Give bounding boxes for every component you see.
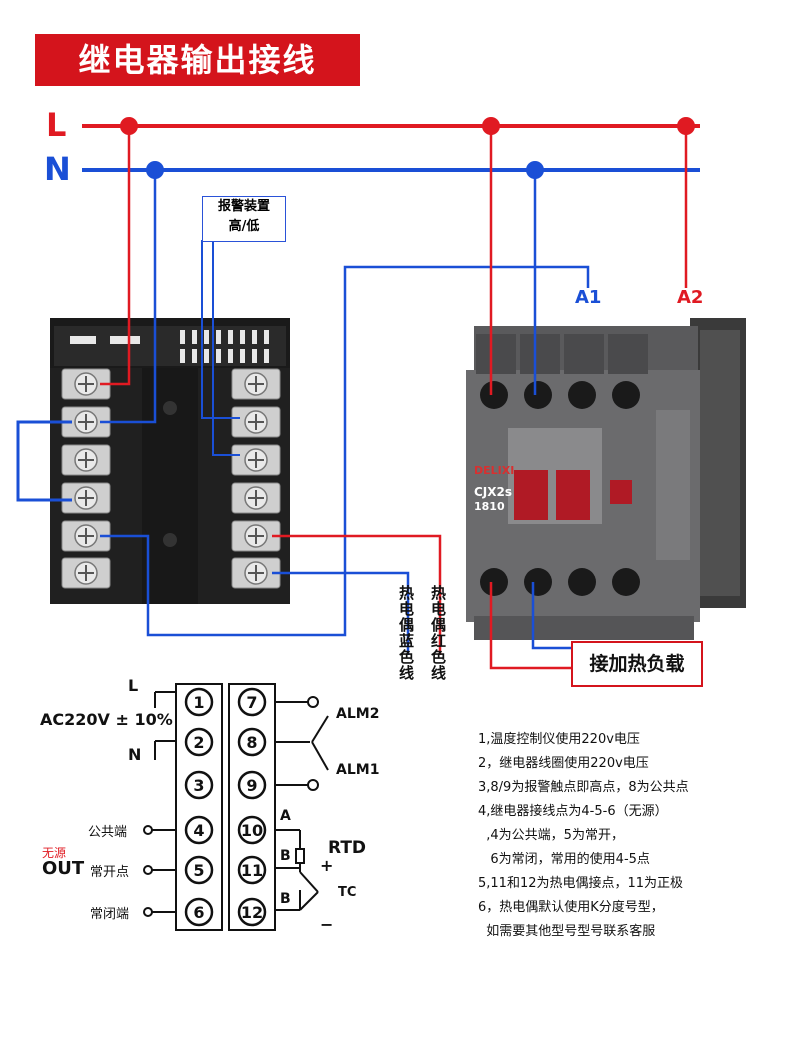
schematic-terminal: 9: [237, 770, 267, 800]
schematic-right-terminals: 7 8 9 10 11 12: [237, 687, 267, 927]
jumper-2-4-wire: [16, 420, 72, 502]
schematic-terminal: 7: [237, 687, 267, 717]
thermocouple-red-label: 热电偶红色线: [429, 585, 447, 681]
rtd-B2-label: B: [280, 891, 291, 907]
common-terminal-label: 公共端: [88, 825, 128, 840]
controller-left-terminals: [61, 368, 111, 589]
terminal-5-to-A1-wire: [100, 265, 590, 637]
schematic-terminal: 11: [237, 855, 267, 885]
thermocouple-red-wire: [272, 534, 442, 655]
alarm-level-label: 高/低: [228, 219, 260, 234]
screw-terminal: [231, 482, 281, 514]
schematic-terminal: 5: [184, 855, 214, 885]
rtd-B1-label: B: [280, 848, 291, 864]
terminal-number: 6: [193, 903, 204, 922]
alm1-label: ALM1: [336, 762, 380, 778]
load-wire-blue: [531, 582, 571, 650]
schematic-L-label: L: [128, 676, 139, 695]
note-9: 如需要其他型号型号联系客服: [478, 924, 656, 939]
schematic-terminal: 2: [184, 727, 214, 757]
controller-right-terminals: [231, 368, 281, 589]
terminal-number: 10: [241, 821, 263, 840]
out-label: OUT: [42, 858, 85, 879]
screw-terminal: [231, 557, 281, 589]
contactor-brand: DELIXI: [474, 464, 514, 477]
alarm-wire-a: [201, 240, 240, 419]
terminal-number: 2: [193, 733, 204, 752]
screw-terminal: [61, 444, 111, 476]
alarm-device-label: 报警装置: [217, 199, 270, 214]
terminal-number: 5: [193, 861, 204, 880]
schematic-terminal: 1: [184, 687, 214, 717]
L-line-label: L: [46, 106, 67, 144]
rtd-A-label: A: [280, 808, 291, 824]
tc-minus-label: −: [320, 915, 334, 934]
supply-voltage-label: AC220V ± 10%: [40, 710, 173, 729]
terminal-number: 12: [241, 903, 263, 922]
screw-terminal: [61, 520, 111, 552]
no-source-label: 无源: [42, 846, 67, 860]
schematic-terminal: 8: [237, 727, 267, 757]
screw-terminal: [61, 406, 111, 438]
alarm-wire-b: [212, 240, 240, 456]
N-line-label: N: [44, 150, 71, 188]
load-wire-red: [489, 582, 571, 670]
terminal-number: 9: [246, 776, 257, 795]
tc-plus-label: +: [320, 856, 334, 875]
normally-closed-label: 常闭端: [90, 907, 130, 922]
normally-open-label: 常开点: [90, 865, 130, 880]
terminal-number: 7: [246, 693, 257, 712]
note-4: 4,继电器接线点为4-5-6（无源）: [478, 804, 668, 819]
terminal-number: 4: [193, 821, 204, 840]
thermocouple-blue-wire: [272, 571, 410, 655]
terminal-number: 11: [241, 861, 263, 880]
schematic-left-terminals: 1 2 3 4 5 6: [184, 687, 214, 927]
rtd-label: RTD: [328, 838, 367, 858]
contactor-model: CJX2s: [474, 485, 512, 499]
screw-terminal: [231, 406, 281, 438]
note-6: 6为常闭，常用的使用4-5点: [478, 852, 650, 867]
tc-label: TC: [338, 885, 357, 900]
schematic-N-label: N: [128, 745, 142, 764]
schematic-terminal: 12: [237, 897, 267, 927]
note-7: 5,11和12为热电偶接点，11为正极: [478, 876, 684, 891]
screw-terminal: [231, 520, 281, 552]
schematic-terminal: 10: [237, 815, 267, 845]
alm2-label: ALM2: [336, 706, 380, 722]
L-to-terminal-1-wire: [100, 126, 131, 386]
heating-load-box: 接加热负载: [571, 641, 703, 687]
N-to-terminal-2-wire: [100, 170, 157, 424]
terminal-number: 3: [193, 776, 204, 795]
terminal-number: 8: [246, 733, 257, 752]
schematic-terminal: 6: [184, 897, 214, 927]
note-3: 3,8/9为报警触点即高点，8为公共点: [478, 780, 689, 795]
schematic-terminal: 3: [184, 770, 214, 800]
schematic-terminal: 4: [184, 815, 214, 845]
terminal-number: 1: [193, 693, 204, 712]
screw-terminal: [231, 444, 281, 476]
contactor-code: 1810: [474, 500, 505, 513]
note-5: ,4为公共端，5为常开，: [478, 828, 624, 843]
screw-terminal: [61, 368, 111, 400]
alarm-device-box: 报警装置 高/低: [202, 196, 286, 242]
page-title: 继电器输出接线: [35, 34, 360, 86]
A1-label: A1: [575, 287, 602, 308]
note-1: 1,温度控制仪使用220v电压: [478, 732, 640, 747]
thermocouple-blue-label: 热电偶蓝色线: [397, 585, 415, 681]
wiring-schematic: [152, 683, 329, 931]
note-2: 2，继电器线圈使用220v电压: [478, 756, 649, 771]
contactor: [466, 318, 746, 640]
screw-terminal: [61, 557, 111, 589]
note-8: 6，热电偶默认使用K分度号型，: [478, 900, 664, 915]
screw-terminal: [61, 482, 111, 514]
A2-label: A2: [677, 287, 704, 308]
screw-terminal: [231, 368, 281, 400]
